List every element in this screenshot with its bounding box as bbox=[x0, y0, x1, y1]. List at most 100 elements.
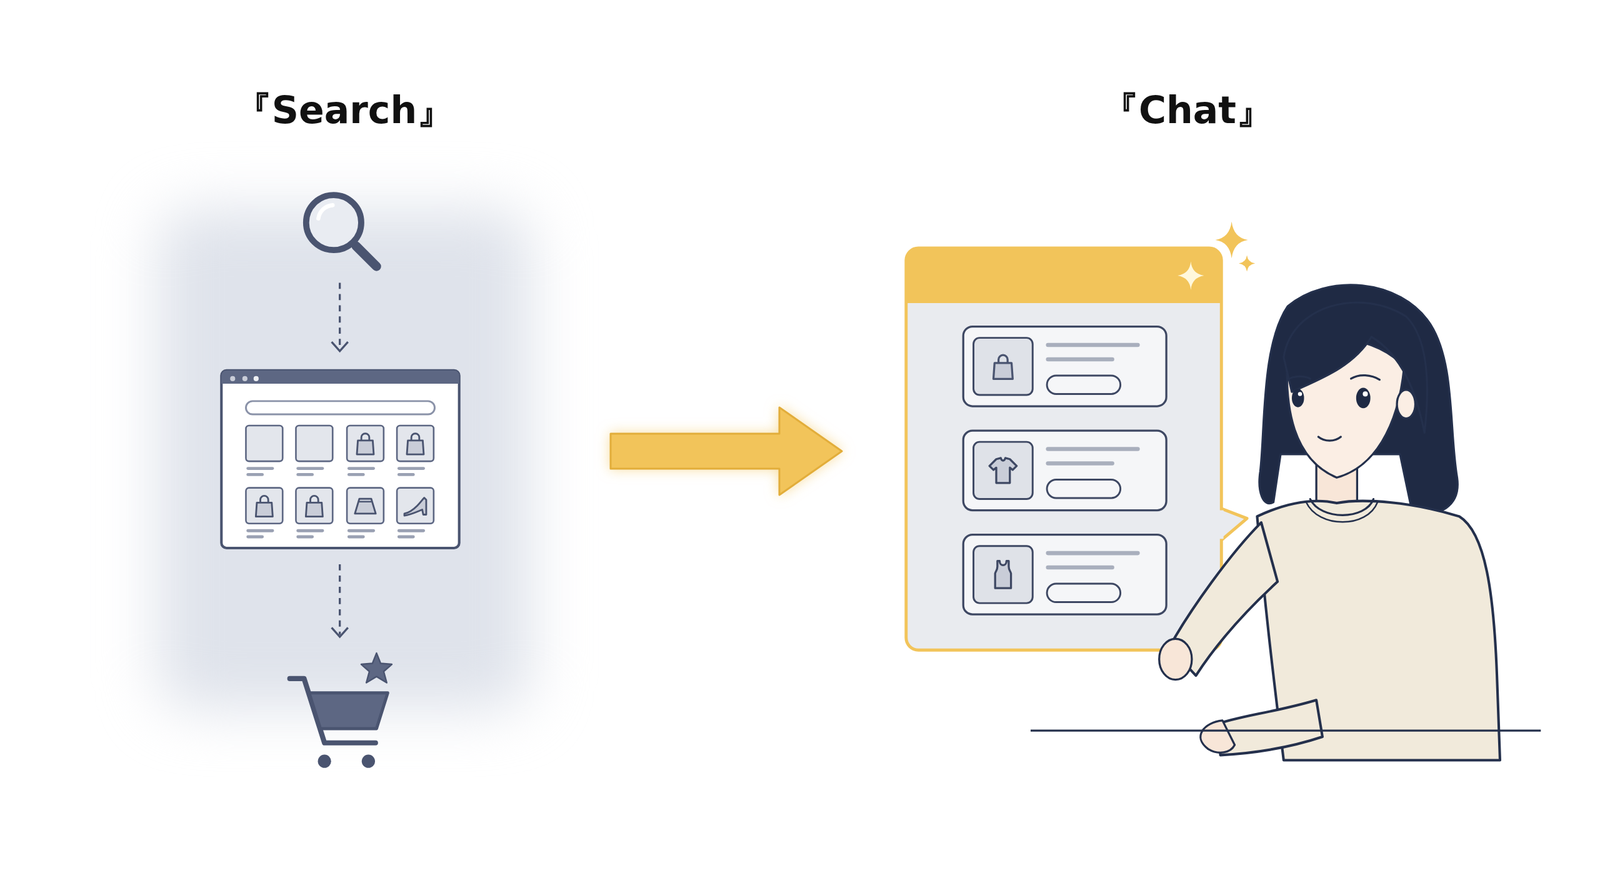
woman-illustration bbox=[1362, 391, 1368, 397]
magnifier-icon bbox=[318, 205, 333, 219]
browser-window bbox=[221, 370, 459, 549]
product-card bbox=[963, 326, 1167, 407]
product-grid bbox=[346, 425, 384, 462]
product-card bbox=[1046, 583, 1121, 602]
desk-line bbox=[1030, 730, 1541, 732]
dashed-flow-arrow bbox=[338, 564, 341, 635]
dashed-flow-arrow bbox=[331, 341, 349, 352]
magnifier-icon bbox=[306, 195, 362, 250]
magnifier-icon bbox=[356, 246, 377, 267]
woman-illustration bbox=[1356, 388, 1371, 409]
product-grid bbox=[298, 529, 323, 533]
woman-illustration bbox=[1316, 457, 1357, 507]
product-grid bbox=[398, 535, 414, 539]
product-grid bbox=[298, 473, 313, 477]
product-grid bbox=[248, 473, 263, 477]
product-card bbox=[1048, 446, 1139, 452]
product-card bbox=[973, 441, 1034, 499]
browser-window bbox=[230, 376, 235, 382]
product-card bbox=[989, 458, 1017, 484]
woman-illustration bbox=[1159, 285, 1500, 761]
sparkle bbox=[1177, 261, 1204, 290]
woman-illustration bbox=[1283, 302, 1427, 433]
chat-window bbox=[906, 248, 1222, 304]
search-panel: 『Search』 bbox=[132, 183, 557, 735]
product-grid bbox=[245, 425, 283, 462]
product-card bbox=[963, 535, 1167, 615]
dashed-flow-arrow bbox=[338, 282, 341, 349]
woman-illustration bbox=[1298, 391, 1303, 397]
section-heading: 『Chat』 bbox=[768, 87, 1600, 133]
product-card bbox=[1046, 375, 1121, 394]
woman-illustration bbox=[1396, 390, 1415, 419]
woman-illustration bbox=[1159, 638, 1192, 680]
product-card bbox=[995, 561, 1011, 589]
product-grid bbox=[406, 433, 424, 455]
cart-icon bbox=[361, 653, 392, 683]
product-grid bbox=[355, 498, 376, 514]
product-card bbox=[1048, 461, 1113, 466]
product-card bbox=[1048, 551, 1139, 556]
cart-icon bbox=[361, 755, 375, 769]
chat-window bbox=[906, 248, 1222, 650]
browser-window bbox=[221, 370, 459, 549]
product-grid bbox=[398, 466, 424, 470]
woman-illustration bbox=[1259, 285, 1458, 514]
cart-icon bbox=[309, 693, 389, 729]
woman-illustration bbox=[1318, 436, 1341, 441]
woman-illustration bbox=[1306, 501, 1378, 522]
product-grid bbox=[255, 495, 273, 517]
product-grid bbox=[356, 433, 374, 455]
product-grid bbox=[348, 529, 374, 533]
product-grid bbox=[398, 473, 414, 477]
section-heading: 『Search』 bbox=[7, 87, 682, 133]
product-grid bbox=[404, 497, 427, 516]
sparkle bbox=[1177, 221, 1255, 290]
product-grid bbox=[348, 535, 364, 539]
woman-illustration bbox=[1216, 700, 1323, 755]
cart-icon bbox=[290, 653, 392, 769]
woman-illustration bbox=[1286, 338, 1404, 479]
transition-arrow bbox=[610, 407, 842, 495]
woman-illustration bbox=[1287, 376, 1310, 380]
woman-illustration bbox=[1169, 522, 1278, 676]
dashed-flow-arrow bbox=[331, 627, 349, 637]
product-grid bbox=[298, 466, 323, 470]
product-grid bbox=[295, 488, 333, 524]
chat-panel: 『Chat』 bbox=[893, 248, 1482, 761]
product-grid bbox=[295, 425, 333, 462]
browser-window bbox=[242, 376, 248, 382]
sparkle bbox=[1238, 255, 1255, 272]
product-grid bbox=[248, 529, 273, 533]
product-grid bbox=[346, 488, 384, 524]
woman-illustration bbox=[1310, 499, 1374, 516]
woman-illustration bbox=[1256, 501, 1500, 761]
product-grid bbox=[348, 466, 374, 470]
product-grid bbox=[245, 488, 283, 524]
product-card bbox=[963, 430, 1167, 510]
product-card bbox=[993, 355, 1013, 379]
magnifier-icon bbox=[306, 195, 377, 267]
product-grid bbox=[298, 535, 313, 539]
chat-window bbox=[906, 248, 1247, 650]
product-grid bbox=[248, 468, 424, 537]
product-grid bbox=[398, 529, 424, 533]
product-card bbox=[963, 430, 1167, 510]
browser-window bbox=[245, 401, 435, 415]
browser-window bbox=[221, 370, 459, 384]
search-backdrop bbox=[157, 208, 532, 710]
cart-icon bbox=[318, 755, 332, 769]
product-card bbox=[963, 535, 1167, 615]
sparkle bbox=[1215, 221, 1248, 259]
product-card bbox=[1048, 357, 1113, 362]
product-grid bbox=[248, 535, 263, 539]
chat-window bbox=[1217, 510, 1224, 540]
woman-illustration bbox=[1200, 720, 1235, 753]
woman-illustration bbox=[1351, 375, 1380, 380]
product-card bbox=[973, 338, 1034, 395]
product-grid bbox=[396, 425, 434, 462]
chat-window bbox=[1220, 508, 1247, 541]
product-grid bbox=[245, 425, 434, 537]
